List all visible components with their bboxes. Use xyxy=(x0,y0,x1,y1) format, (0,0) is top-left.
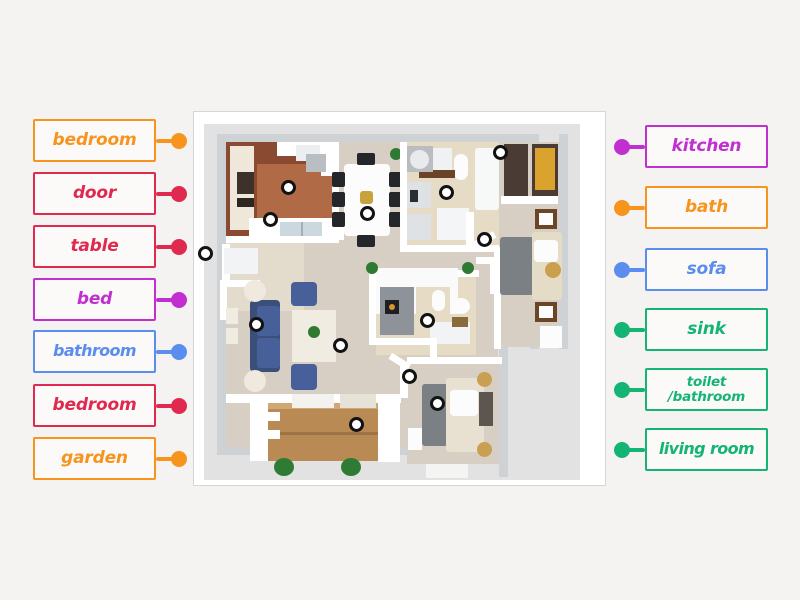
label-connector-dot[interactable] xyxy=(614,321,630,338)
label-connector-line xyxy=(628,327,645,332)
label-connector-line xyxy=(628,205,645,210)
label-chip-door[interactable]: door xyxy=(33,172,156,215)
label-connector-dot[interactable] xyxy=(171,450,187,467)
label-connector-dot[interactable] xyxy=(171,291,187,308)
label-chip-table[interactable]: table xyxy=(33,225,156,268)
label-chip-bathroom[interactable]: bathroom xyxy=(33,330,156,373)
label-chip-bath[interactable]: bath xyxy=(645,186,768,229)
drop-target-marker[interactable] xyxy=(401,368,417,384)
label-connector-dot[interactable] xyxy=(614,381,630,398)
floor-plan-frame[interactable] xyxy=(193,111,606,486)
label-chip-text: bed xyxy=(76,288,113,309)
label-chip-text: sofa xyxy=(686,258,727,279)
label-chip-text: bedroom xyxy=(52,129,137,150)
label-chip-text: bath xyxy=(684,196,729,217)
label-chip-text: bedroom xyxy=(52,394,137,415)
drop-target-marker[interactable] xyxy=(197,245,213,261)
label-connector-line xyxy=(156,297,173,302)
drop-target-marker[interactable] xyxy=(492,144,508,160)
drop-target-marker[interactable] xyxy=(332,337,348,353)
label-chip-text: kitchen xyxy=(671,135,742,156)
label-chip-text: sink xyxy=(687,318,726,339)
label-chip-toiletbathroom[interactable]: toilet /bathroom xyxy=(645,368,768,411)
label-chip-living-room[interactable]: living room xyxy=(645,428,768,471)
label-chip-bedroom[interactable]: bedroom xyxy=(33,384,156,427)
drop-target-marker[interactable] xyxy=(438,184,454,200)
drop-target-marker[interactable] xyxy=(359,205,375,221)
label-connector-line xyxy=(156,349,173,354)
label-chip-sink[interactable]: sink xyxy=(645,308,768,351)
label-connector-line xyxy=(156,244,173,249)
drop-target-marker[interactable] xyxy=(429,395,445,411)
label-connector-line xyxy=(628,267,645,272)
label-chip-sofa[interactable]: sofa xyxy=(645,248,768,291)
label-connector-line xyxy=(628,447,645,452)
label-connector-line xyxy=(628,144,645,149)
label-chip-text: living room xyxy=(658,439,755,459)
drop-target-marker[interactable] xyxy=(419,312,435,328)
drop-target-marker[interactable] xyxy=(262,211,278,227)
label-connector-dot[interactable] xyxy=(614,138,630,155)
drop-target-marker[interactable] xyxy=(280,179,296,195)
floor-plan-image xyxy=(194,112,605,485)
drop-target-marker[interactable] xyxy=(476,231,492,247)
label-connector-line xyxy=(628,387,645,392)
label-connector-dot[interactable] xyxy=(171,397,187,414)
label-connector-dot[interactable] xyxy=(171,185,187,202)
label-connector-line xyxy=(156,403,173,408)
label-connector-line xyxy=(156,138,173,143)
label-connector-line xyxy=(156,456,173,461)
label-chip-bed[interactable]: bed xyxy=(33,278,156,321)
label-connector-dot[interactable] xyxy=(614,199,630,216)
label-chip-text: table xyxy=(70,235,119,256)
label-chip-text: door xyxy=(72,182,117,203)
label-connector-dot[interactable] xyxy=(171,343,187,360)
label-connector-line xyxy=(156,191,173,196)
label-chip-bedroom[interactable]: bedroom xyxy=(33,119,156,162)
label-chip-garden[interactable]: garden xyxy=(33,437,156,480)
label-connector-dot[interactable] xyxy=(171,238,187,255)
label-chip-kitchen[interactable]: kitchen xyxy=(645,125,768,168)
drop-target-marker[interactable] xyxy=(248,316,264,332)
label-chip-text: toilet /bathroom xyxy=(667,373,746,405)
label-connector-dot[interactable] xyxy=(614,261,630,278)
drop-target-marker[interactable] xyxy=(348,416,364,432)
label-connector-dot[interactable] xyxy=(171,132,187,149)
label-connector-dot[interactable] xyxy=(614,441,630,458)
label-chip-text: bathroom xyxy=(52,341,137,361)
label-chip-text: garden xyxy=(61,447,128,468)
